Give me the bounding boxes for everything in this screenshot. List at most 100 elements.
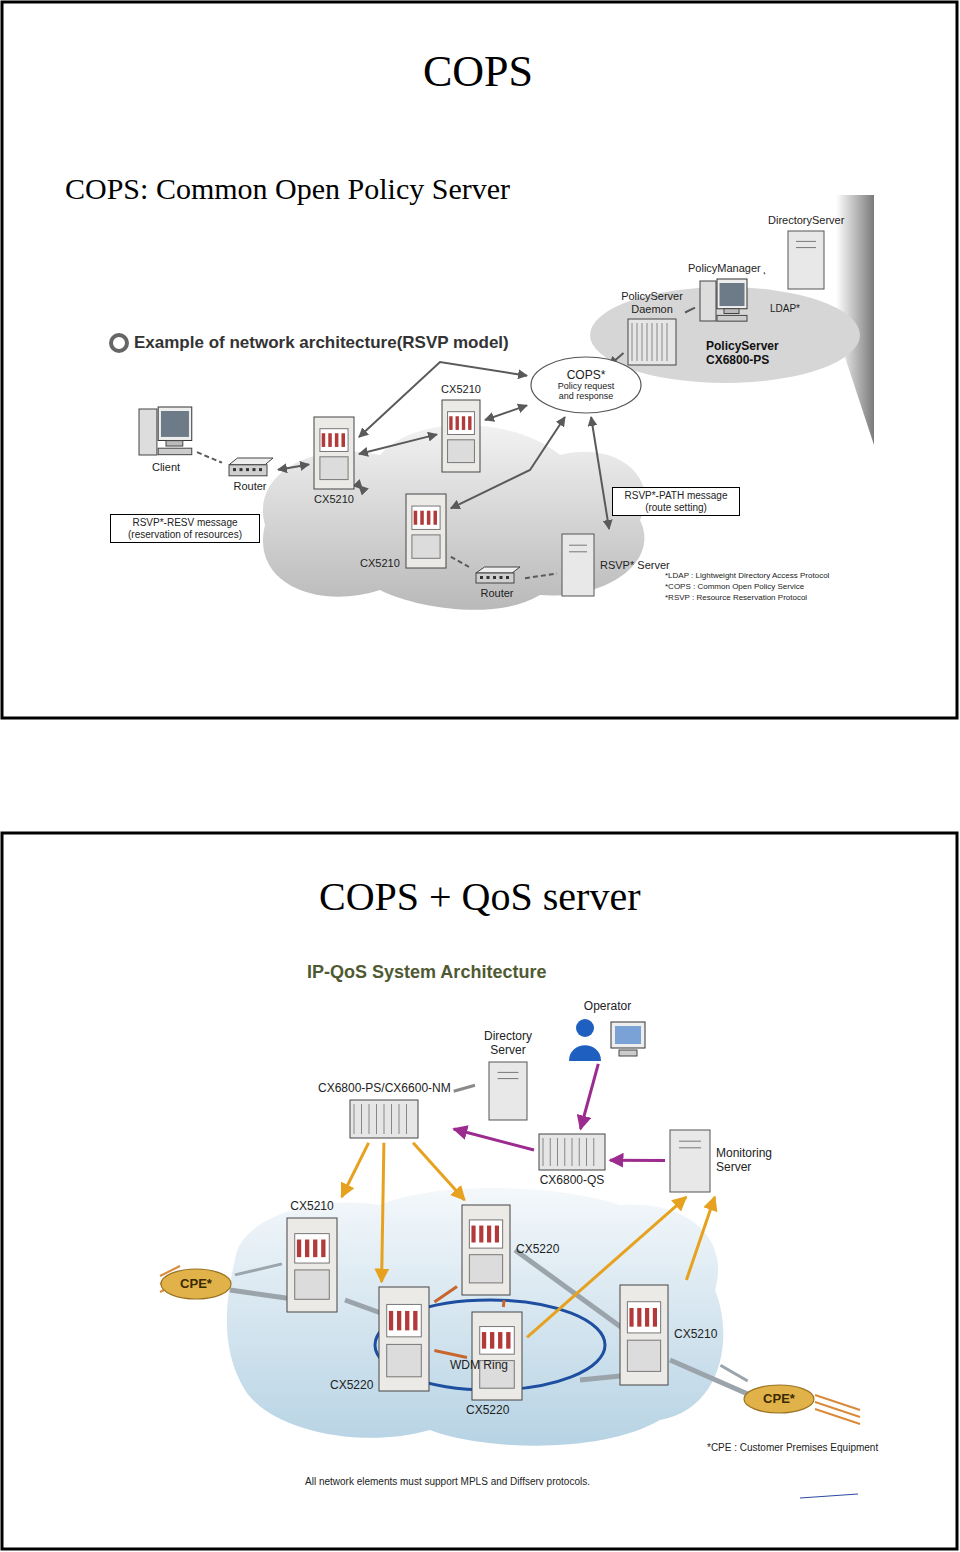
- tower-icon: [470, 1310, 524, 1402]
- node-label: CX6800-PS/CX6600-NM: [318, 1082, 451, 1096]
- tower-icon: [460, 1203, 512, 1297]
- cpe-disc: CPE*: [743, 1384, 815, 1414]
- text-label: PolicyServer CX6800-PS: [706, 340, 796, 368]
- router-icon: [472, 565, 522, 585]
- device-node: CX6800-PS/CX6600-NM: [318, 1082, 451, 1140]
- person-icon: [565, 1016, 650, 1061]
- cpe-disc: CPE*: [160, 1268, 232, 1300]
- server-icon: [626, 317, 678, 367]
- connector: [454, 1129, 534, 1150]
- slide-title: COPS: [423, 46, 533, 97]
- node-label: CX5210: [314, 493, 354, 506]
- server-icon: [348, 1098, 420, 1140]
- connector: [382, 1143, 384, 1282]
- connector: [454, 1085, 475, 1091]
- device-node: CX5210: [285, 1200, 339, 1314]
- device-node: CX5210: [360, 492, 448, 570]
- connector: [581, 1064, 599, 1129]
- network-cloud: [227, 1188, 724, 1446]
- pc-icon: [699, 277, 749, 325]
- text-label: IP-QoS System Architecture: [307, 962, 546, 983]
- device-node: DirectoryServer: [768, 214, 844, 291]
- bullet: [111, 335, 127, 351]
- text-label: All network elements must support MPLS a…: [305, 1476, 590, 1488]
- protocol-ellipse: COPS*Policy request and response: [530, 356, 642, 414]
- device-node: Operator: [565, 1000, 650, 1061]
- node-label: CX5220: [466, 1404, 509, 1418]
- decor-line: [800, 1494, 858, 1498]
- text-label: Example of network architecture(RSVP mod…: [134, 333, 509, 353]
- tall-icon: [668, 1128, 712, 1194]
- node-label: CX5220: [330, 1379, 373, 1393]
- node-label: Operator: [584, 1000, 631, 1014]
- server-icon: [537, 1132, 607, 1172]
- connector: [197, 452, 222, 463]
- device-node: CX5220: [460, 1203, 559, 1297]
- tower-icon: [377, 1285, 431, 1393]
- node-label: DirectoryServer: [768, 214, 844, 227]
- connector: [451, 557, 469, 567]
- device-node: Router: [472, 565, 522, 600]
- node-label: PolicyManager: [688, 262, 761, 275]
- device-node: CX5210: [440, 383, 482, 474]
- tower-icon: [312, 415, 356, 491]
- device-node: CX5210: [312, 415, 356, 506]
- connector: [610, 1159, 665, 1162]
- connector: [591, 417, 609, 529]
- device-node: PolicyServer Daemon: [612, 290, 692, 367]
- node-label: RSVP* Server: [600, 559, 670, 572]
- tower-icon: [618, 1283, 670, 1387]
- node-label: CX6800-QS: [540, 1174, 605, 1188]
- text-label: *COPS : Common Open Policy Service: [665, 582, 804, 591]
- connector: [434, 1286, 457, 1302]
- tall-icon: [786, 229, 826, 291]
- connector: [525, 574, 557, 579]
- tall-icon: [487, 1060, 529, 1122]
- connector: [434, 1351, 467, 1358]
- device-node: Directory Server: [478, 1030, 538, 1122]
- node-label: CX5210: [360, 557, 400, 570]
- tall-icon: [560, 532, 596, 598]
- node-label: Router: [480, 587, 513, 600]
- node-label: CX5210: [441, 383, 481, 396]
- text-label: LDAP*: [770, 303, 800, 315]
- device-node: PolicyManager: [688, 262, 761, 325]
- node-label: CX5210: [290, 1200, 333, 1214]
- device-node: Router: [225, 456, 275, 493]
- node-label: PolicyServer Daemon: [612, 290, 692, 315]
- connector: [764, 272, 765, 275]
- tower-icon: [285, 1216, 339, 1314]
- connector: [413, 1143, 465, 1200]
- slide-frame: [2, 2, 957, 718]
- text-label: COPS + QoS server: [319, 874, 640, 920]
- router-icon: [225, 456, 275, 478]
- device-node: CX6800-QS: [537, 1132, 607, 1188]
- device-node: RSVP* Server: [560, 532, 670, 598]
- device-node: Client: [138, 405, 194, 474]
- device-node: CX5220: [330, 1285, 431, 1393]
- connector: [502, 1300, 506, 1307]
- node-label: COPS*: [567, 369, 606, 383]
- node-label: CX5210: [674, 1328, 717, 1342]
- node-label: RSVP*-RESV message (reservation of resou…: [117, 517, 253, 540]
- message-box: RSVP*-RESV message (reservation of resou…: [110, 514, 260, 543]
- node-label: CX5220: [516, 1243, 559, 1257]
- tower-icon: [440, 398, 482, 474]
- connector: [686, 1197, 714, 1280]
- connector: [278, 465, 309, 470]
- text-label: WDM Ring: [450, 1359, 508, 1373]
- slide-frame: [2, 833, 957, 1549]
- pc-icon: [138, 405, 194, 459]
- tower-icon: [404, 492, 448, 570]
- connector: [359, 434, 437, 454]
- text-label: *RSVP : Resource Reservation Protocol: [665, 593, 807, 602]
- node-label: RSVP*-PATH message (route setting): [619, 490, 733, 513]
- connector: [235, 1264, 282, 1275]
- device-node: CX5210: [618, 1283, 717, 1387]
- node-label: CPE*: [180, 1277, 212, 1292]
- node-label: Router: [233, 480, 266, 493]
- text-label: *CPE : Customer Premises Equipment: [707, 1442, 878, 1454]
- connector: [685, 308, 695, 313]
- connector: [485, 405, 527, 420]
- connector: [342, 1143, 369, 1197]
